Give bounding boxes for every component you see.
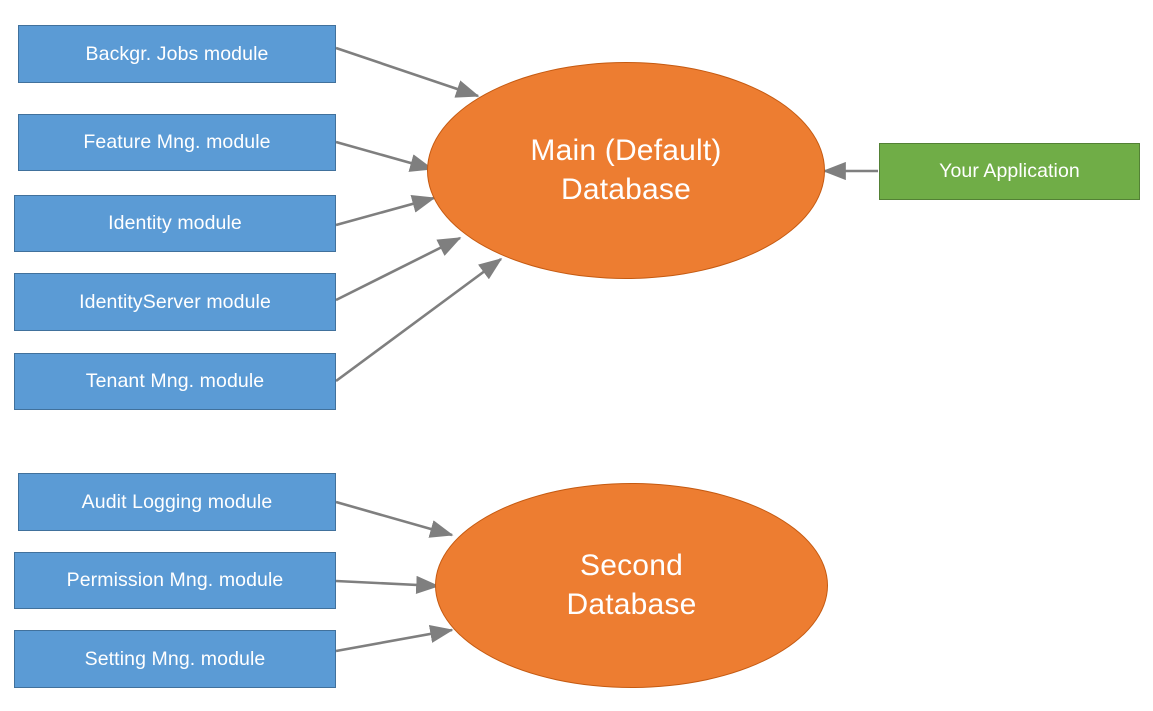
connector-setting-management-to-second-database <box>335 624 454 653</box>
connector-background-jobs-to-main-database <box>335 46 480 98</box>
database-node-main[interactable]: Main (Default) Database <box>427 62 825 279</box>
database-label-main: Main (Default) Database <box>530 134 722 206</box>
database-node-second[interactable]: Second Database <box>435 483 828 688</box>
module-label: Tenant Mng. module <box>85 370 265 392</box>
module-box-permission-management[interactable]: Permission Mng. module <box>14 552 336 609</box>
connector-identity-server-to-main-database <box>335 236 462 302</box>
module-label: Backgr. Jobs module <box>85 42 269 65</box>
module-label: Permission Mng. module <box>66 569 284 591</box>
application-label: Your Application <box>939 160 1080 182</box>
module-box-setting-management[interactable]: Setting Mng. module <box>14 630 336 688</box>
module-label: Identity module <box>108 212 242 234</box>
module-label: IdentityServer module <box>79 290 271 313</box>
connector-feature-management-to-main-database <box>335 140 434 172</box>
module-label: Setting Mng. module <box>84 647 266 670</box>
database-label-second: Second Database <box>566 549 697 621</box>
module-box-tenant-management[interactable]: Tenant Mng. module <box>14 353 336 410</box>
connector-audit-logging-to-second-database <box>335 500 454 538</box>
application-box-your-application[interactable]: Your Application <box>879 143 1140 200</box>
module-box-identity-server[interactable]: IdentityServer module <box>14 273 336 331</box>
connector-tenant-management-to-main-database <box>335 257 503 383</box>
module-box-identity[interactable]: Identity module <box>14 195 336 252</box>
module-box-background-jobs[interactable]: Backgr. Jobs module <box>18 25 336 83</box>
connector-permission-management-to-second-database <box>335 575 440 595</box>
connector-identity-to-main-database <box>335 195 436 227</box>
module-box-feature-management[interactable]: Feature Mng. module <box>18 114 336 171</box>
module-label: Feature Mng. module <box>83 131 271 153</box>
module-box-audit-logging[interactable]: Audit Logging module <box>18 473 336 531</box>
module-label: Audit Logging module <box>81 490 273 513</box>
